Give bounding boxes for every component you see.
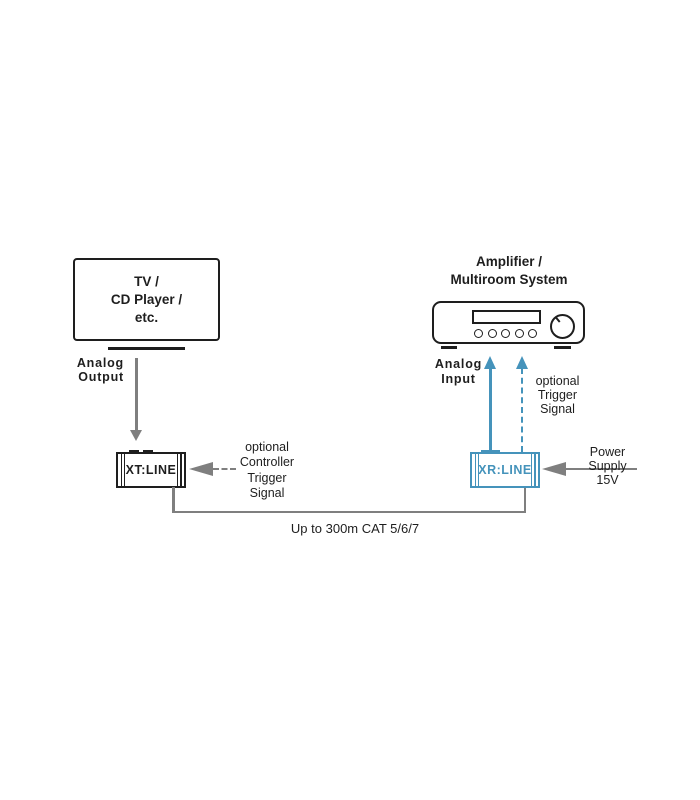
xr-line-box: XR:LINE bbox=[470, 449, 540, 488]
amplifier-button-5 bbox=[528, 329, 537, 338]
xt-left-fin-2 bbox=[123, 454, 126, 486]
trigger-signal-label: optional Trigger Signal bbox=[519, 374, 596, 416]
amplifier-title: Amplifier / Multiroom System bbox=[428, 253, 590, 288]
xt-left-fin-1 bbox=[120, 454, 123, 486]
amplifier-button-3 bbox=[501, 329, 510, 338]
trigger-signal-arrowhead-icon bbox=[515, 356, 528, 369]
tv-label-line3: etc. bbox=[134, 309, 159, 325]
xr-left-fin-1 bbox=[474, 454, 477, 486]
cat-cable-right-drop bbox=[523, 487, 526, 513]
analog-output-arrowhead-icon bbox=[129, 430, 142, 441]
analog-output-arrow-line bbox=[135, 358, 138, 431]
amplifier-button-4 bbox=[514, 329, 524, 338]
xt-right-fin-1 bbox=[179, 454, 182, 486]
controller-trigger-line4: Signal bbox=[249, 485, 285, 500]
analog-output-line1: Analog bbox=[76, 356, 124, 370]
controller-trigger-line3: Trigger bbox=[247, 470, 287, 485]
trigger-signal-line2: Trigger bbox=[537, 387, 578, 402]
xt-top-connector-1 bbox=[129, 449, 139, 454]
controller-trigger-line1: optional bbox=[245, 440, 289, 454]
trigger-signal-line3: Signal bbox=[540, 401, 575, 416]
xr-left-fin-2 bbox=[477, 454, 480, 486]
xr-right-fin-1 bbox=[533, 454, 536, 486]
xt-line-box: XT:LINE bbox=[116, 449, 186, 488]
xr-top-connector-1 bbox=[481, 449, 489, 454]
amplifier-button-2 bbox=[487, 329, 497, 338]
xr-top-connector-2 bbox=[492, 449, 500, 454]
controller-trigger-label: optional Controller Trigger Signal bbox=[227, 440, 307, 501]
amplifier-title-line2: Multiroom System bbox=[450, 271, 568, 287]
power-supply-line3: 15V bbox=[596, 472, 619, 487]
amplifier-title-line1: Amplifier / bbox=[475, 254, 542, 269]
tv-stand bbox=[108, 347, 185, 350]
xt-top-connector-2 bbox=[143, 449, 153, 454]
power-supply-line1: Power bbox=[589, 445, 626, 459]
tv-source-box: TV / CD Player / etc. bbox=[73, 258, 220, 341]
amplifier-foot-left bbox=[441, 346, 457, 349]
amplifier-button-1 bbox=[474, 329, 483, 338]
analog-signal-arrowhead-icon bbox=[483, 356, 496, 369]
power-supply-arrowhead-icon bbox=[542, 462, 566, 476]
controller-trigger-arrowhead-icon bbox=[189, 462, 213, 476]
power-supply-arrow-line bbox=[566, 467, 637, 471]
xr-line-label: XR:LINE bbox=[478, 463, 532, 477]
tv-label-line1: TV / bbox=[134, 273, 159, 289]
xt-line-label: XT:LINE bbox=[125, 463, 177, 477]
cat-cable-label: Up to 300m CAT 5/6/7 bbox=[290, 521, 420, 536]
trigger-signal-line1: optional bbox=[535, 374, 580, 388]
analog-output-line2: Output bbox=[78, 369, 124, 384]
power-supply-line2: Supply bbox=[588, 458, 627, 473]
analog-input-line2: Input bbox=[441, 371, 476, 386]
analog-output-label: Analog Output bbox=[50, 356, 124, 384]
analog-input-line1: Analog bbox=[434, 357, 483, 371]
tv-label-line2: CD Player / bbox=[110, 291, 183, 307]
cat-cable-left-drop bbox=[172, 487, 175, 513]
controller-trigger-line2: Controller bbox=[239, 455, 295, 470]
amplifier-foot-right bbox=[554, 346, 571, 349]
power-supply-label: Power Supply 15V bbox=[577, 445, 638, 487]
xr-right-fin-2 bbox=[530, 454, 533, 486]
amplifier-volume-knob bbox=[550, 313, 575, 339]
xt-right-fin-2 bbox=[176, 454, 179, 486]
controller-trigger-dash-line bbox=[213, 467, 236, 470]
cat-cable-run bbox=[172, 510, 526, 513]
trigger-signal-dash-line bbox=[520, 368, 523, 452]
amplifier-display bbox=[472, 310, 541, 324]
analog-signal-arrow-line bbox=[489, 368, 492, 452]
analog-input-label: Analog Input bbox=[430, 357, 487, 386]
